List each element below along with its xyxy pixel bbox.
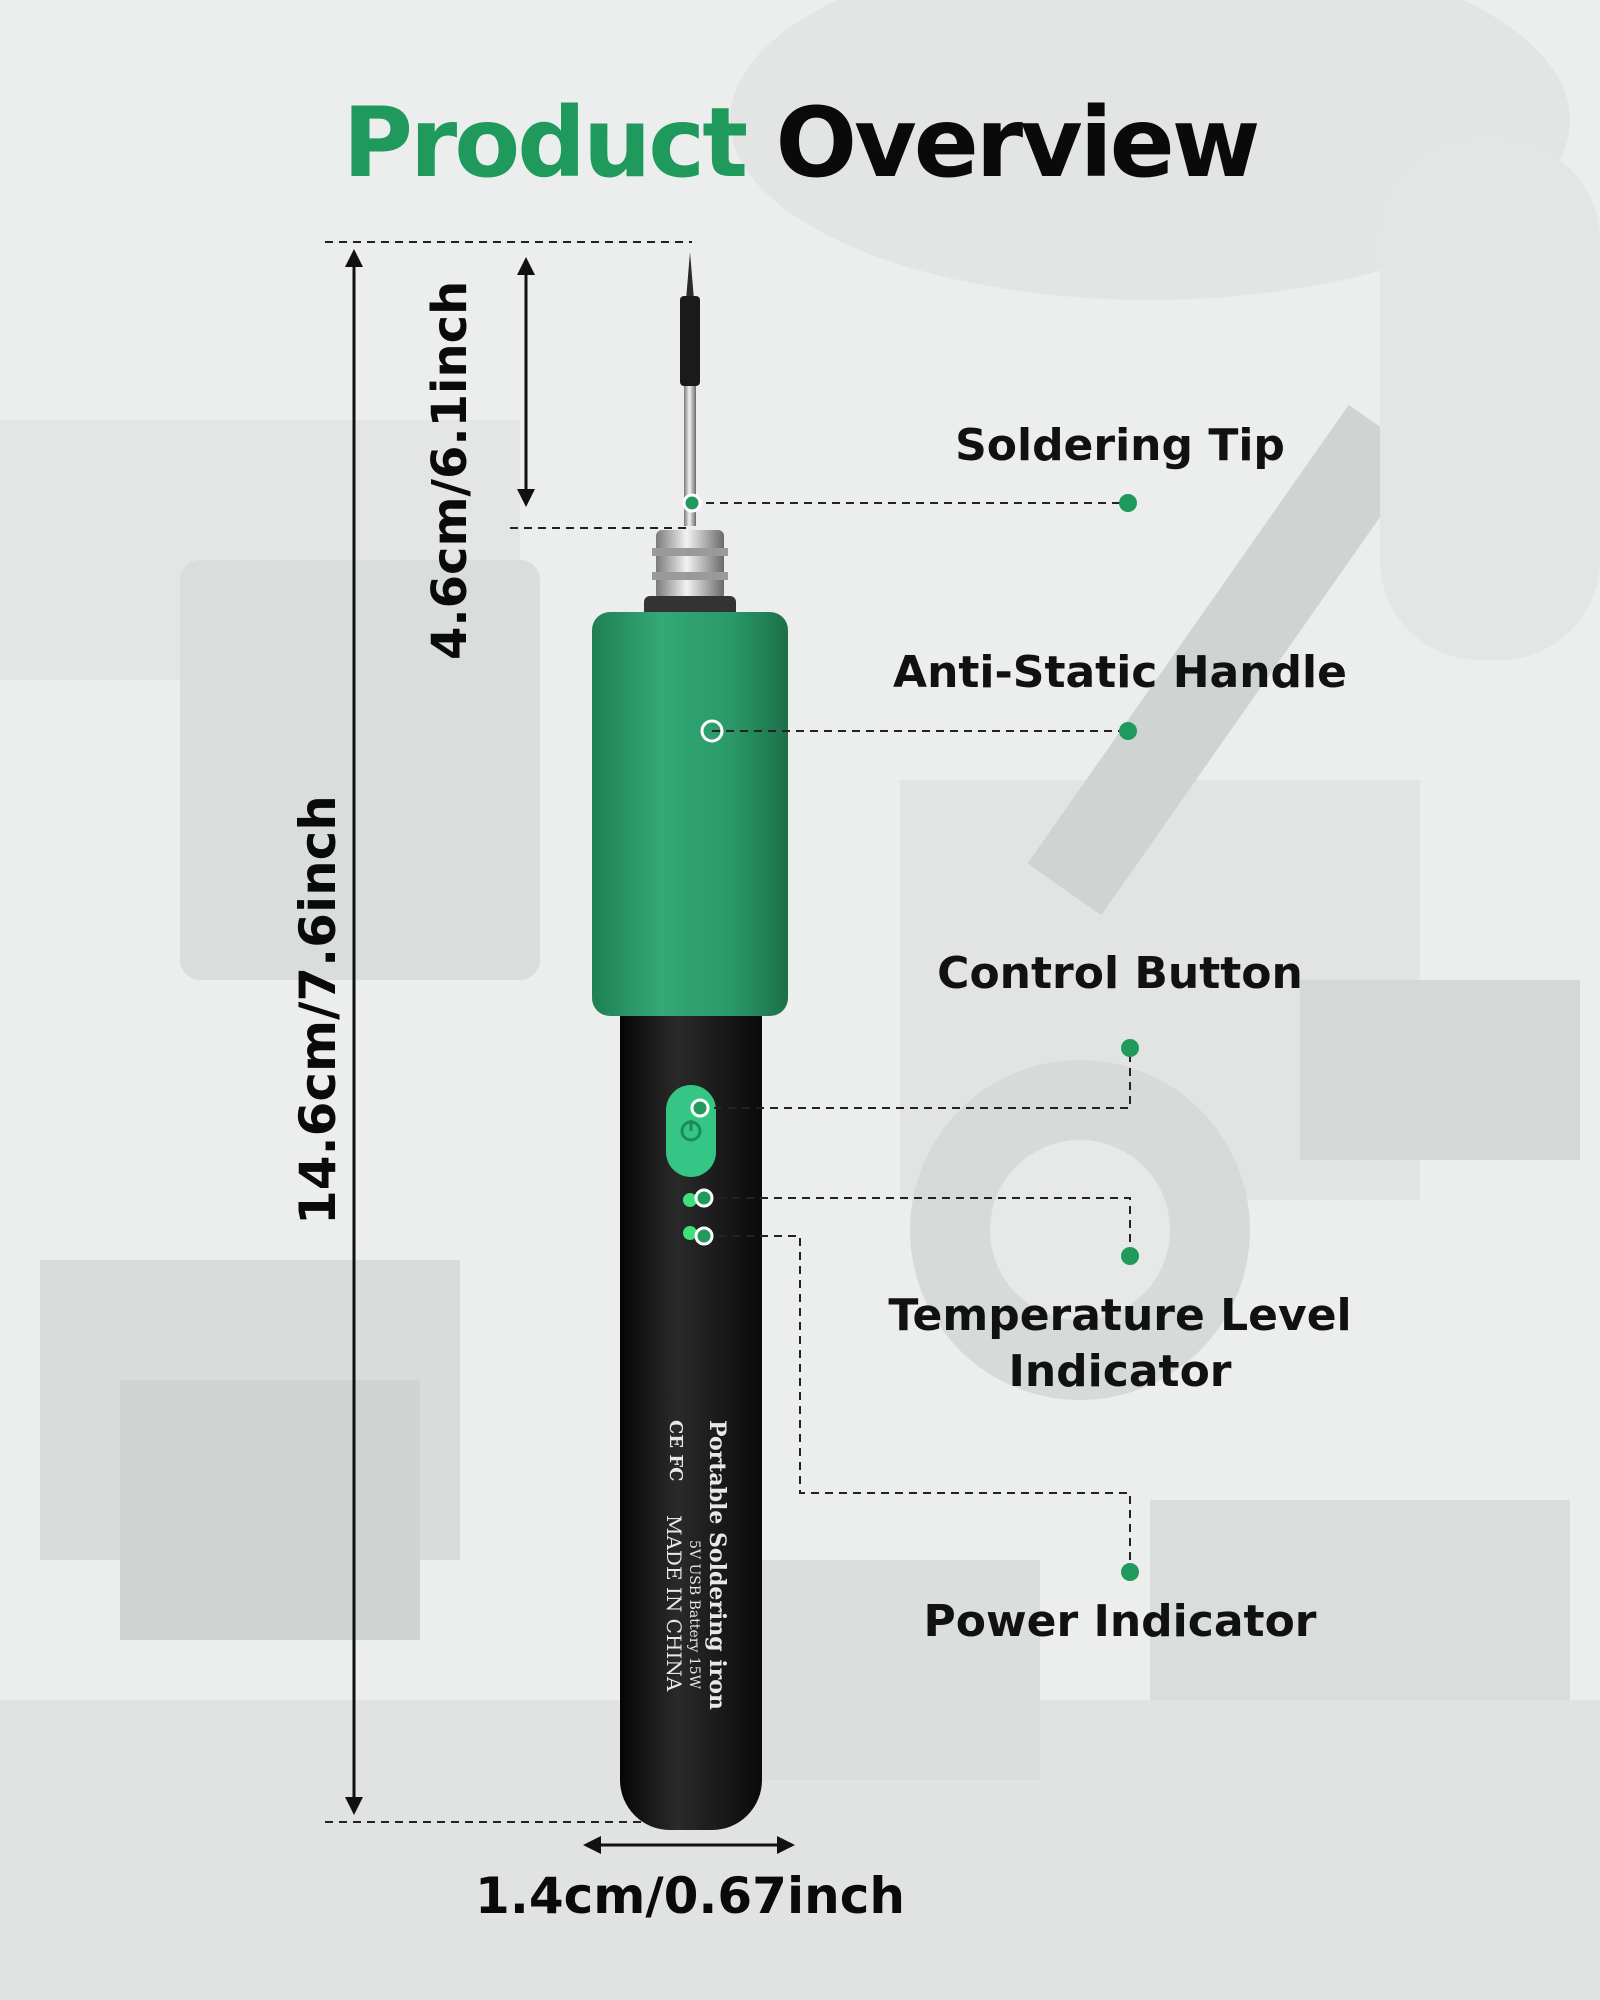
diameter-label: 1.4cm/0.67inch	[475, 1867, 905, 1925]
label-control-button: Control Button	[937, 948, 1303, 999]
device-body	[620, 960, 762, 1830]
anti-static-handle	[592, 612, 788, 1016]
label-soldering-tip: Soldering Tip	[955, 420, 1285, 471]
callout-dots	[682, 493, 1139, 1581]
label-anti-static-handle: Anti-Static Handle	[893, 647, 1347, 698]
certification-marks: CE FC	[665, 1420, 686, 1482]
tip-length-label: 4.6cm/6.1inch	[422, 280, 478, 660]
title-word-product: Product	[342, 87, 749, 199]
label-temperature-line1: Temperature Level	[888, 1290, 1352, 1341]
total-length-label: 14.6cm/7.6inch	[289, 795, 347, 1225]
temperature-led	[683, 1193, 697, 1207]
metal-collar	[644, 530, 736, 618]
title-word-overview: Overview	[775, 87, 1261, 199]
soldering-tip	[680, 252, 700, 526]
label-power-indicator: Power Indicator	[923, 1596, 1317, 1647]
label-temperature-indicator: Temperature Level Indicator	[860, 1288, 1380, 1400]
control-button[interactable]	[666, 1085, 716, 1177]
power-led	[683, 1226, 697, 1240]
dimension-guides	[325, 241, 700, 1823]
page-title: Product Overview	[0, 88, 1600, 198]
label-temperature-line2: Indicator	[1008, 1346, 1232, 1397]
callout-leaders	[692, 502, 1131, 1572]
device-origin-print: MADE IN CHINA	[662, 1515, 686, 1692]
device-name-print: Portable Soldering iron	[704, 1420, 730, 1710]
device-spec-print: 5V USB Battery 15W	[686, 1540, 702, 1690]
